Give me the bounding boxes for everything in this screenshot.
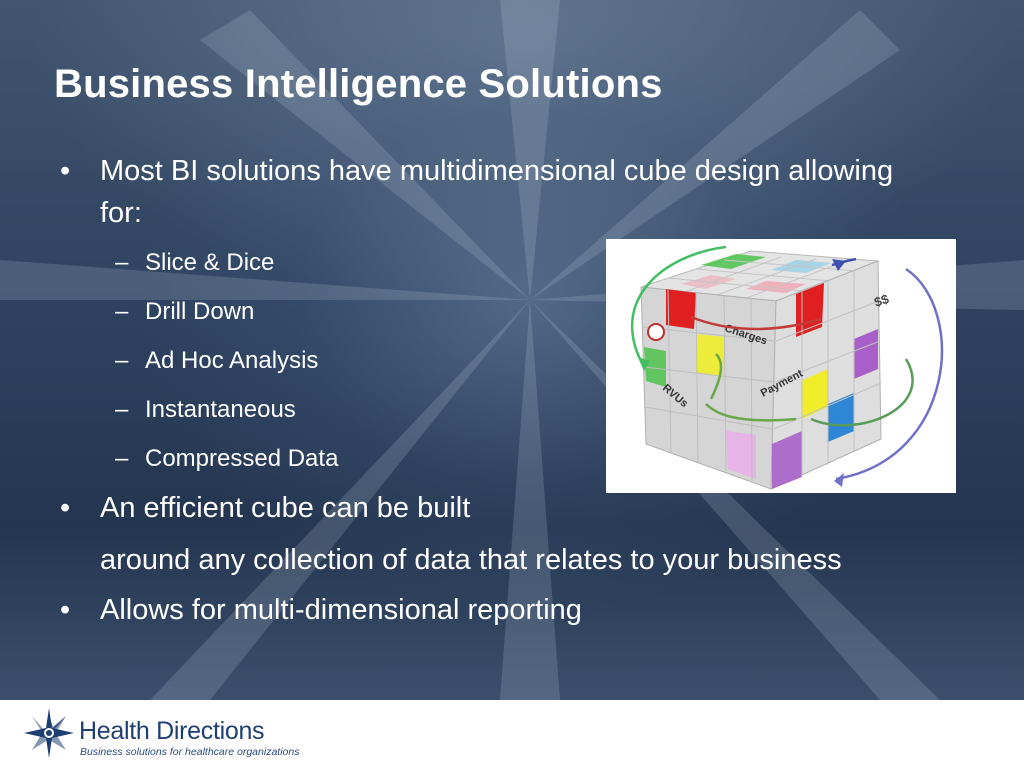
sub-item: –Drill Down [60,287,940,336]
cube-drawing: RVUs $$ Payment C [630,245,944,490]
slide-title: Business Intelligence Solutions [54,62,663,106]
sub-item-text: Slice & Dice [145,249,275,276]
health-directions-star-icon [24,708,74,758]
sub-item: –Ad Hoc Analysis [60,336,940,385]
bullet-text: Most BI solutions have multidimensional … [100,155,894,229]
sub-item-text: Instantaneous [145,396,296,423]
bullet-glyph: • [60,492,71,524]
dash-glyph: – [115,249,129,276]
footer: Health Directions Business solutions for… [0,700,1024,768]
dash-glyph: – [115,298,129,325]
slide-body: • Most BI solutions have multidimensiona… [60,148,940,631]
bullet-item: • An efficient cube can be built [60,487,940,529]
bullet-glyph: • [60,155,71,187]
cube-left-face: RVUs [640,286,777,490]
data-cube-illustration: RVUs $$ Payment C [606,239,956,493]
dash-glyph: – [115,445,129,472]
cube-right-face: $$ Payment Charges [723,260,891,490]
bullet-continuation: around any collection of data that relat… [100,544,842,576]
bullet-text: An efficient cube can be built [100,492,471,524]
logo-tagline: Business solutions for healthcare organi… [80,746,300,758]
bullet-text: Allows for multi-dimensional reporting [100,594,582,626]
sub-item-text: Ad Hoc Analysis [145,347,319,374]
dash-glyph: – [115,347,129,374]
sub-list: –Slice & Dice –Drill Down –Ad Hoc Analys… [60,238,940,483]
sub-item: –Slice & Dice [60,238,940,287]
sub-item: –Instantaneous [60,385,940,434]
bullet-item: • Most BI solutions have multidimensiona… [60,150,940,234]
bullet-glyph: • [60,594,71,626]
slide: Business Intelligence Solutions • Most B… [0,0,1024,700]
cube-rotation-arrows [630,245,944,487]
sub-item-text: Compressed Data [145,445,339,472]
sub-item: –Compressed Data [60,434,940,483]
logo-name: Health Directions [79,717,265,745]
dash-glyph: – [115,396,129,423]
cube-label-dollars: $$ [872,291,891,310]
bullet-item: • Allows for multi-dimensional reporting [60,589,940,631]
sub-item-text: Drill Down [145,298,255,325]
